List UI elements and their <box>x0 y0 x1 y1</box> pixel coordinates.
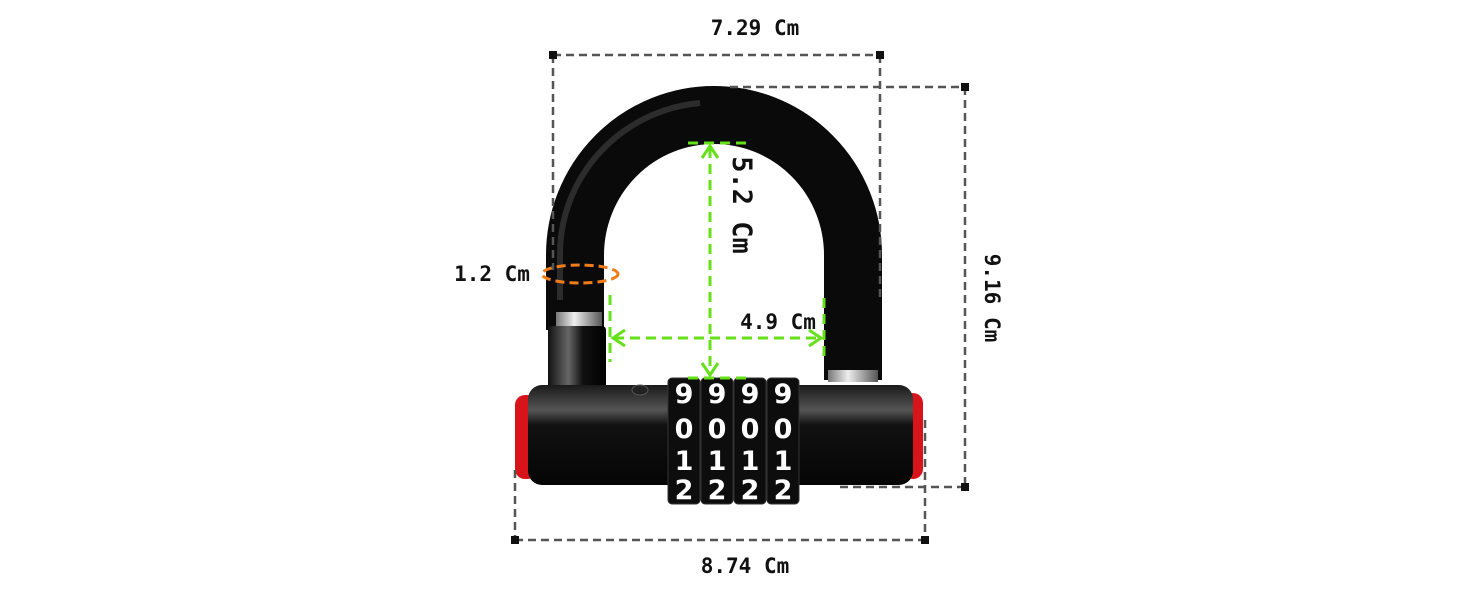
dial-digit: 1 <box>708 446 727 477</box>
label-inner-height: 5.2 Cm <box>726 156 757 254</box>
dial-digit: 2 <box>675 475 694 506</box>
dial-digit: 1 <box>741 446 760 477</box>
label-shackle-width: 7.29 Cm <box>711 16 800 40</box>
combination-dials: 9 9 9 9 0 0 0 0 1 1 1 1 2 2 2 2 <box>667 377 800 506</box>
dial-row-2: 2 2 2 2 <box>675 475 793 506</box>
dial-digit: 9 <box>708 379 727 410</box>
dial-digit: 0 <box>708 414 727 445</box>
label-body-length: 8.74 Cm <box>701 554 790 578</box>
dial-row-1: 1 1 1 1 <box>675 446 793 477</box>
reset-button <box>631 384 649 396</box>
diameter-ring <box>540 263 620 285</box>
right-collar-ring <box>828 370 878 382</box>
dial-digit: 0 <box>741 414 760 445</box>
dial-row-9: 9 9 9 9 <box>675 379 793 410</box>
shackle <box>546 86 882 392</box>
dial-digit: 0 <box>774 414 793 445</box>
dial-digit: 2 <box>774 475 793 506</box>
dial-digit: 9 <box>675 379 694 410</box>
label-inner-width: 4.9 Cm <box>740 310 816 334</box>
inner-measure-lines <box>608 141 826 380</box>
label-shackle-diameter: 1.2 Cm <box>454 262 530 286</box>
dimension-lines <box>513 53 967 542</box>
left-collar-ring <box>556 312 602 326</box>
lock-body: 9 9 9 9 0 0 0 0 1 1 1 1 2 2 2 2 <box>515 377 923 506</box>
dial-digit: 2 <box>741 475 760 506</box>
dial-row-0: 0 0 0 0 <box>675 414 793 445</box>
dial-digit: 2 <box>708 475 727 506</box>
dial-digit: 1 <box>675 446 694 477</box>
dial-digit: 9 <box>774 379 793 410</box>
dial-digit: 9 <box>741 379 760 410</box>
dial-digit: 0 <box>675 414 694 445</box>
dial-digit: 1 <box>774 446 793 477</box>
left-leg <box>548 326 606 392</box>
label-total-height: 9.16 Cm <box>980 254 1004 343</box>
